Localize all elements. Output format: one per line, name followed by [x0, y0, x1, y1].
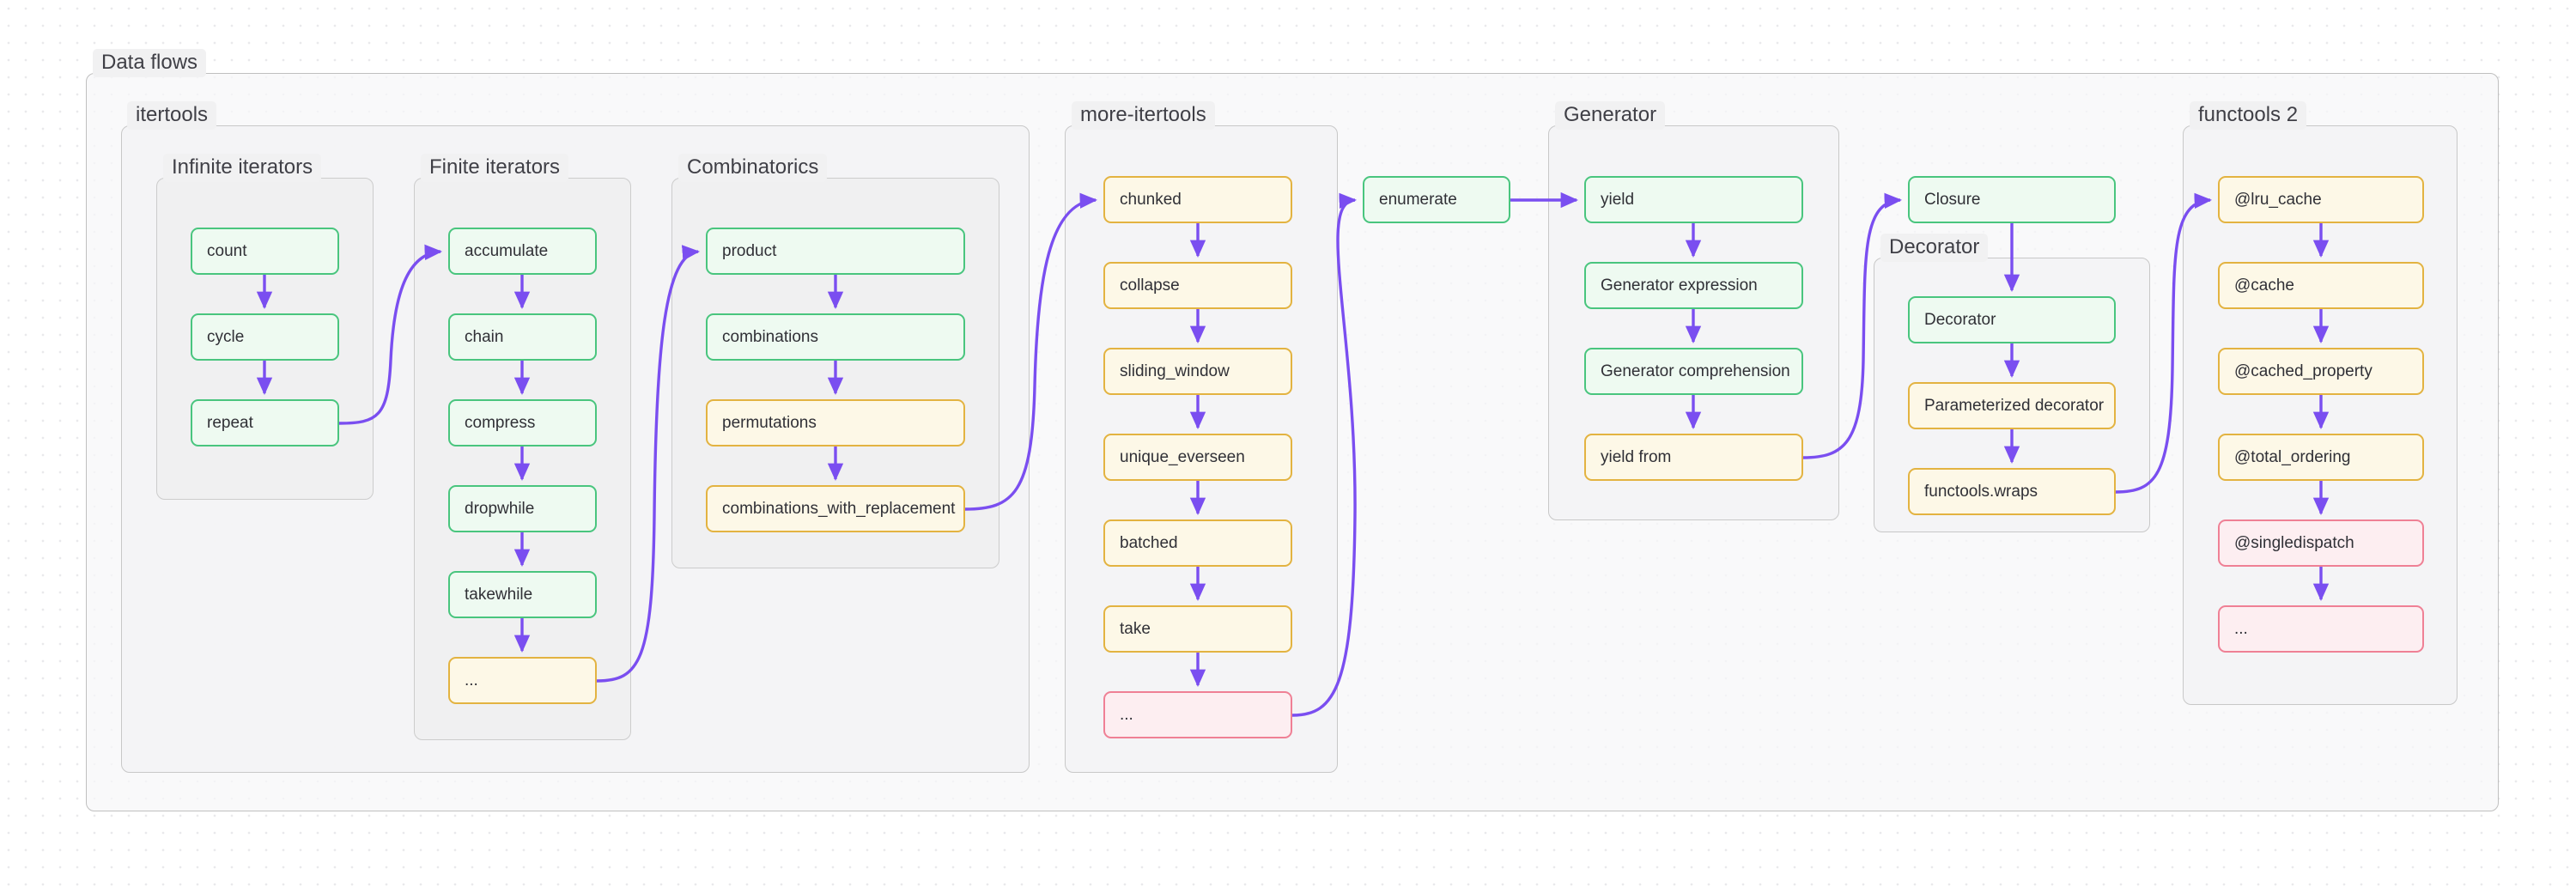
node-parameterized-decorator[interactable]: Parameterized decorator: [1908, 382, 2116, 429]
group-label-more-itertools: more-itertools: [1072, 101, 1215, 131]
node-cache[interactable]: @cache: [2218, 262, 2424, 309]
node-singledispatch[interactable]: @singledispatch: [2218, 519, 2424, 567]
node-take[interactable]: take: [1103, 605, 1292, 653]
node-cycle[interactable]: cycle: [191, 313, 339, 361]
node-cached-property[interactable]: @cached_property: [2218, 348, 2424, 395]
node-collapse[interactable]: collapse: [1103, 262, 1292, 309]
node-yield-from[interactable]: yield from: [1584, 434, 1803, 481]
node-permutations[interactable]: permutations: [706, 399, 965, 446]
node-total-ordering[interactable]: @total_ordering: [2218, 434, 2424, 481]
node-finite-more[interactable]: ...: [448, 657, 597, 704]
group-label-functools2: functools 2: [2190, 101, 2307, 131]
node-chunked[interactable]: chunked: [1103, 176, 1292, 223]
node-yield[interactable]: yield: [1584, 176, 1803, 223]
group-label-combinatorics: Combinatorics: [678, 154, 828, 183]
node-takewhile[interactable]: takewhile: [448, 571, 597, 618]
node-closure[interactable]: Closure: [1908, 176, 2116, 223]
node-functools-wraps[interactable]: functools.wraps: [1908, 468, 2116, 515]
group-label-infinite-iterators: Infinite iterators: [163, 154, 322, 183]
node-count[interactable]: count: [191, 228, 339, 275]
node-enumerate[interactable]: enumerate: [1363, 176, 1510, 223]
group-label-generator: Generator: [1555, 101, 1666, 131]
node-accumulate[interactable]: accumulate: [448, 228, 597, 275]
node-generator-comprehension[interactable]: Generator comprehension: [1584, 348, 1803, 395]
node-product[interactable]: product: [706, 228, 965, 275]
node-lru-cache[interactable]: @lru_cache: [2218, 176, 2424, 223]
group-label-data-flows: Data flows: [93, 49, 207, 78]
node-functools2-more[interactable]: ...: [2218, 605, 2424, 653]
node-batched[interactable]: batched: [1103, 519, 1292, 567]
group-label-itertools: itertools: [127, 101, 217, 131]
node-generator-expression[interactable]: Generator expression: [1584, 262, 1803, 309]
node-chain[interactable]: chain: [448, 313, 597, 361]
node-sliding-window[interactable]: sliding_window: [1103, 348, 1292, 395]
node-combinations-with-replacement[interactable]: combinations_with_replacement: [706, 485, 965, 532]
node-dropwhile[interactable]: dropwhile: [448, 485, 597, 532]
group-label-finite-iterators: Finite iterators: [421, 154, 569, 183]
node-unique-everseen[interactable]: unique_everseen: [1103, 434, 1292, 481]
node-more-itertools-more[interactable]: ...: [1103, 691, 1292, 738]
group-label-decorator: Decorator: [1880, 234, 1989, 263]
node-repeat[interactable]: repeat: [191, 399, 339, 446]
node-combinations[interactable]: combinations: [706, 313, 965, 361]
node-compress[interactable]: compress: [448, 399, 597, 446]
node-decorator[interactable]: Decorator: [1908, 296, 2116, 343]
